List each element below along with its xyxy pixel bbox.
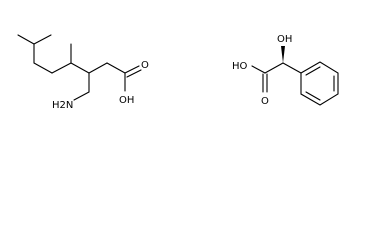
acid-o-label: O — [141, 60, 149, 71]
benzene-ring — [300, 61, 339, 106]
bond — [251, 65, 266, 74]
molecule-mandelic-acid: OH HO O — [232, 34, 339, 107]
acid-oh-label: OH — [119, 95, 134, 106]
bond — [282, 62, 302, 74]
bond — [73, 91, 90, 101]
alpha-oh-label: OH — [277, 34, 292, 45]
bond — [51, 62, 72, 74]
bond — [264, 62, 284, 74]
bond — [88, 62, 108, 74]
stereo-wedge-bond — [281, 46, 285, 63]
bond — [33, 34, 52, 45]
molecule-aminomethyl-acid: H2N OH O — [17, 34, 149, 111]
aromatic-bond — [305, 66, 321, 76]
amine-label: H2N — [52, 100, 73, 111]
bond — [106, 62, 126, 74]
double-bond — [124, 65, 140, 74]
acid-o-label: O — [261, 96, 269, 107]
bond — [70, 62, 90, 74]
aromatic-bond — [305, 91, 321, 101]
reaction-scheme: H2N OH O OH HO O — [17, 34, 339, 111]
bond — [17, 34, 35, 45]
double-bond — [126, 69, 142, 78]
acid-ho-label: HO — [232, 61, 248, 72]
bond — [33, 62, 53, 74]
